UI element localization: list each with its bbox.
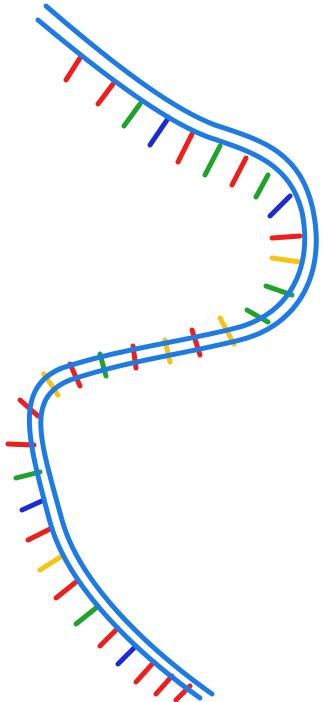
guanine-base-tick: [22, 500, 44, 510]
adenine-base-tick: [28, 528, 52, 540]
adenine-base-tick: [232, 158, 246, 185]
adenine-base-tick: [98, 84, 113, 104]
guanine-base-tick: [270, 196, 290, 216]
adenine-base-tick: [178, 134, 192, 162]
cytosine-base-tick: [272, 258, 300, 262]
guanine-base-tick: [118, 646, 136, 664]
cytosine-base-tick: [40, 556, 62, 570]
guanine-base-tick: [150, 120, 167, 145]
backbone-strand-outer: [41, 6, 316, 694]
adenine-base-tick: [136, 662, 154, 682]
thymine-base-tick: [205, 146, 220, 175]
adenine-base-tick: [100, 628, 118, 646]
thymine-base-tick: [124, 104, 140, 126]
adenine-base-tick: [272, 236, 300, 238]
adenine-base-tick: [66, 58, 80, 80]
thymine-base-tick: [76, 608, 96, 624]
adenine-base-tick: [156, 676, 172, 694]
adenine-base-tick: [56, 582, 76, 598]
thymine-base-tick: [256, 175, 268, 197]
